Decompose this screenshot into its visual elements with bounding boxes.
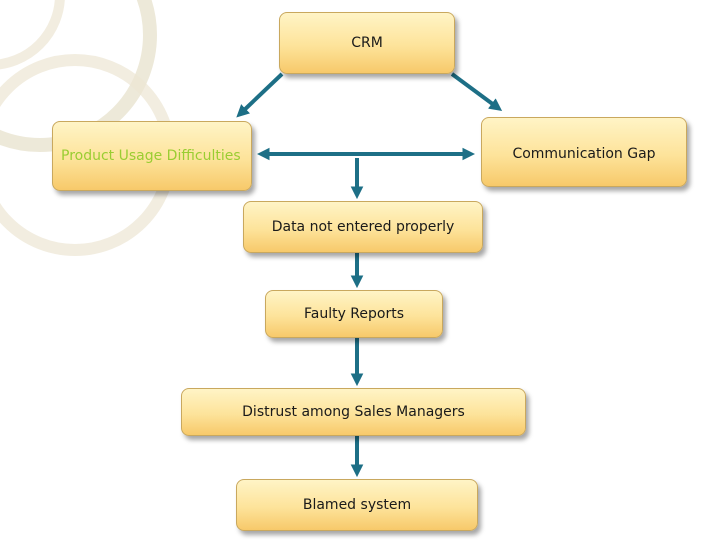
node-blamed-system-label: Blamed system xyxy=(302,497,412,513)
node-product-usage-label: Product Usage Difficulties xyxy=(61,148,241,164)
node-blamed-system: Blamed system xyxy=(236,479,478,531)
node-faulty-reports: Faulty Reports xyxy=(265,290,443,338)
arrow-crm-to-product-usage xyxy=(236,72,284,118)
node-distrust-label: Distrust among Sales Managers xyxy=(242,404,465,420)
node-product-usage-difficulties: Product Usage Difficulties xyxy=(52,121,252,191)
node-faulty-reports-label: Faulty Reports xyxy=(303,306,405,322)
node-crm: CRM xyxy=(279,12,455,74)
node-communication-gap: Communication Gap xyxy=(481,117,687,187)
node-data-not-entered-label: Data not entered properly xyxy=(271,219,455,235)
node-crm-label: CRM xyxy=(351,35,383,51)
node-data-not-entered-properly: Data not entered properly xyxy=(243,201,483,253)
node-distrust-among-sales-managers: Distrust among Sales Managers xyxy=(181,388,526,436)
node-communication-gap-label: Communication Gap xyxy=(512,146,656,162)
arrow-crm-to-communication-gap xyxy=(450,72,503,112)
